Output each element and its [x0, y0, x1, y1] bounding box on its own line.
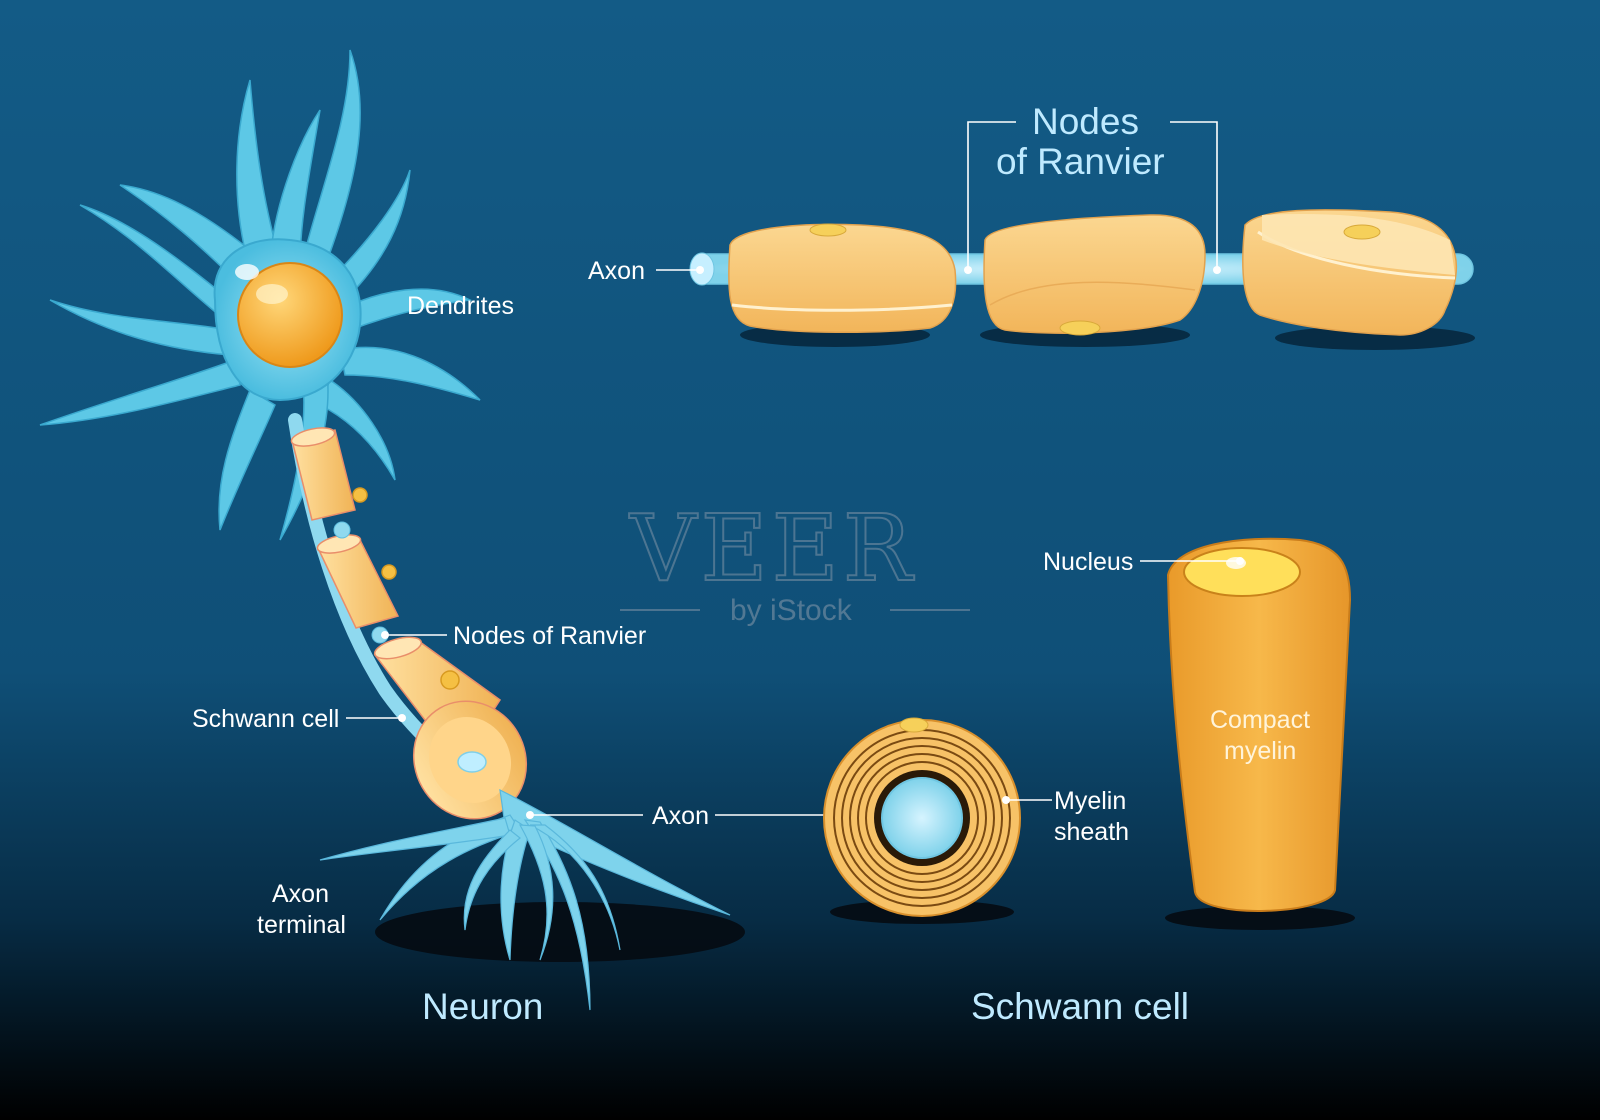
- dendrites: [39, 49, 481, 541]
- label-axon-terminal-2: terminal: [257, 911, 346, 939]
- label-axon: Axon: [652, 802, 709, 830]
- label-nodes-top-2: of Ranvier: [996, 141, 1165, 182]
- segment-1: [728, 223, 957, 334]
- label-nucleus: Nucleus: [1043, 548, 1133, 576]
- label-axon-terminal-1: Axon: [272, 880, 329, 908]
- label-compact-2: myelin: [1224, 737, 1296, 765]
- title-neuron: Neuron: [422, 986, 543, 1027]
- leader-nodes-top-left: [967, 121, 1016, 270]
- label-axon-top: Axon: [588, 257, 645, 285]
- axon-terminal: [319, 788, 731, 1011]
- label-myelin-2: sheath: [1054, 818, 1129, 846]
- label-schwann-cell: Schwann cell: [192, 705, 339, 733]
- label-nodes-top-1: Nodes: [1032, 101, 1139, 142]
- schwann-cell-unrolled: [1165, 537, 1355, 930]
- segment-2: [983, 214, 1206, 334]
- neuron-myelin-segments: [290, 427, 528, 820]
- label-nodes-of-ranvier: Nodes of Ranvier: [453, 622, 646, 650]
- cross-section-axon: [881, 777, 963, 859]
- tall-schwann-body: [1166, 537, 1352, 912]
- myelin-cross-section: [823, 717, 1021, 924]
- label-myelin-1: Myelin: [1054, 787, 1126, 815]
- title-schwann-cell: Schwann cell: [971, 986, 1189, 1027]
- watermark-sub: by iStock: [730, 594, 853, 627]
- watermark-brand: VEER: [629, 495, 916, 602]
- label-compact-1: Compact: [1210, 706, 1310, 734]
- myelinated-axon: [689, 209, 1475, 350]
- tall-schwann-nucleus: [1183, 547, 1301, 597]
- leader-nodes-top-right: [1170, 121, 1218, 270]
- neuron: [39, 49, 745, 1011]
- label-dendrites: Dendrites: [407, 292, 514, 320]
- watermark: VEER by iStock: [620, 494, 970, 627]
- neuron-shadow: [375, 902, 745, 962]
